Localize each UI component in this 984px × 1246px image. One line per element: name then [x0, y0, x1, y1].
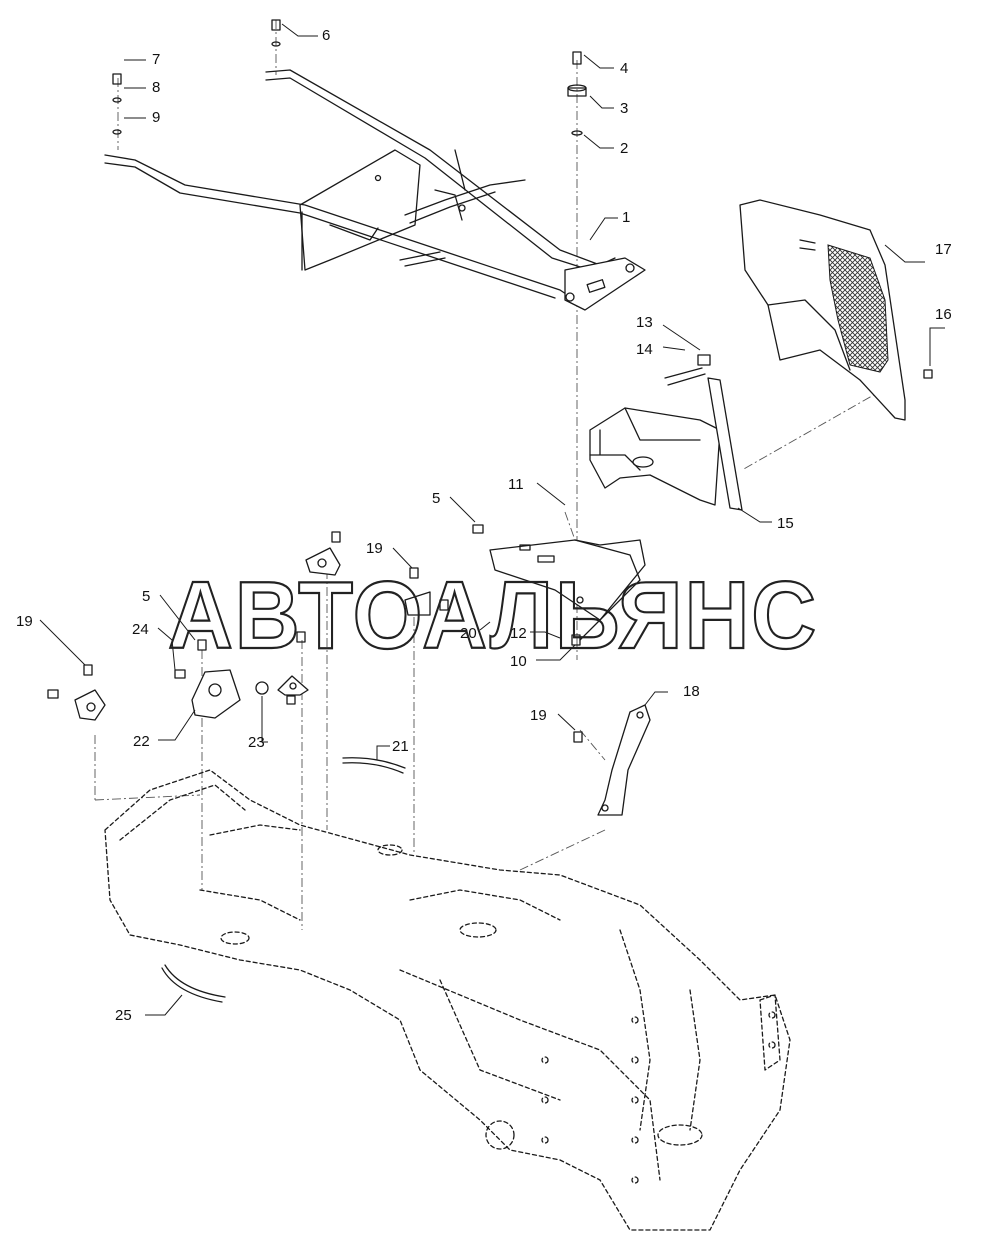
- mount-parts-22-23-24: [47, 639, 309, 721]
- callout-18: 18: [683, 683, 700, 700]
- bracket-part-15: [589, 354, 743, 511]
- callout-4: 4: [620, 60, 628, 77]
- callout-5-left: 5: [142, 588, 150, 605]
- callout-25: 25: [115, 1007, 132, 1024]
- assembly-centerlines: [94, 20, 901, 930]
- seal-strips-21-25: [161, 757, 406, 1003]
- hardware-stack-2-3-4: [567, 51, 587, 136]
- hardware-stack-7-8-9: [112, 73, 122, 135]
- callout-21: 21: [392, 738, 409, 755]
- watermark-text: АВТОАЛЬЯНС: [168, 562, 818, 669]
- callout-14: 14: [636, 341, 653, 358]
- leader-lines: [39, 23, 945, 1016]
- callout-10: 10: [510, 653, 527, 670]
- callout-15: 15: [777, 515, 794, 532]
- callout-12: 12: [510, 625, 527, 642]
- callout-1: 1: [622, 209, 630, 226]
- grille-panel-part-17: [739, 199, 933, 421]
- callout-8: 8: [152, 79, 160, 96]
- callout-23: 23: [248, 734, 265, 751]
- main-housing: [104, 769, 791, 1231]
- hardware-stack-6: [271, 19, 281, 47]
- callout-19-right: 19: [530, 707, 547, 724]
- callout-5-upper: 5: [432, 490, 440, 507]
- callout-13: 13: [636, 314, 653, 331]
- callout-3: 3: [620, 100, 628, 117]
- small-brackets: [296, 531, 449, 643]
- callout-6: 6: [322, 27, 330, 44]
- callout-11: 11: [508, 476, 524, 493]
- callout-labels: 6 7 8 9 4 3 2 1 17 16 13 14 15 11 5 19 5…: [16, 27, 952, 1024]
- callout-19-left: 19: [16, 613, 33, 630]
- callout-17: 17: [935, 241, 952, 258]
- callout-2: 2: [620, 140, 628, 157]
- plate-bracket-part-12: [472, 524, 646, 646]
- upper-frame-part-1: [104, 69, 646, 311]
- callout-22: 22: [133, 733, 150, 750]
- callout-16: 16: [935, 306, 952, 323]
- callout-9: 9: [152, 109, 160, 126]
- callout-24: 24: [132, 621, 149, 638]
- callout-20: 20: [460, 625, 477, 642]
- strap-bracket-part-18: [573, 704, 651, 816]
- callout-7: 7: [152, 51, 160, 68]
- callout-19-center: 19: [366, 540, 383, 557]
